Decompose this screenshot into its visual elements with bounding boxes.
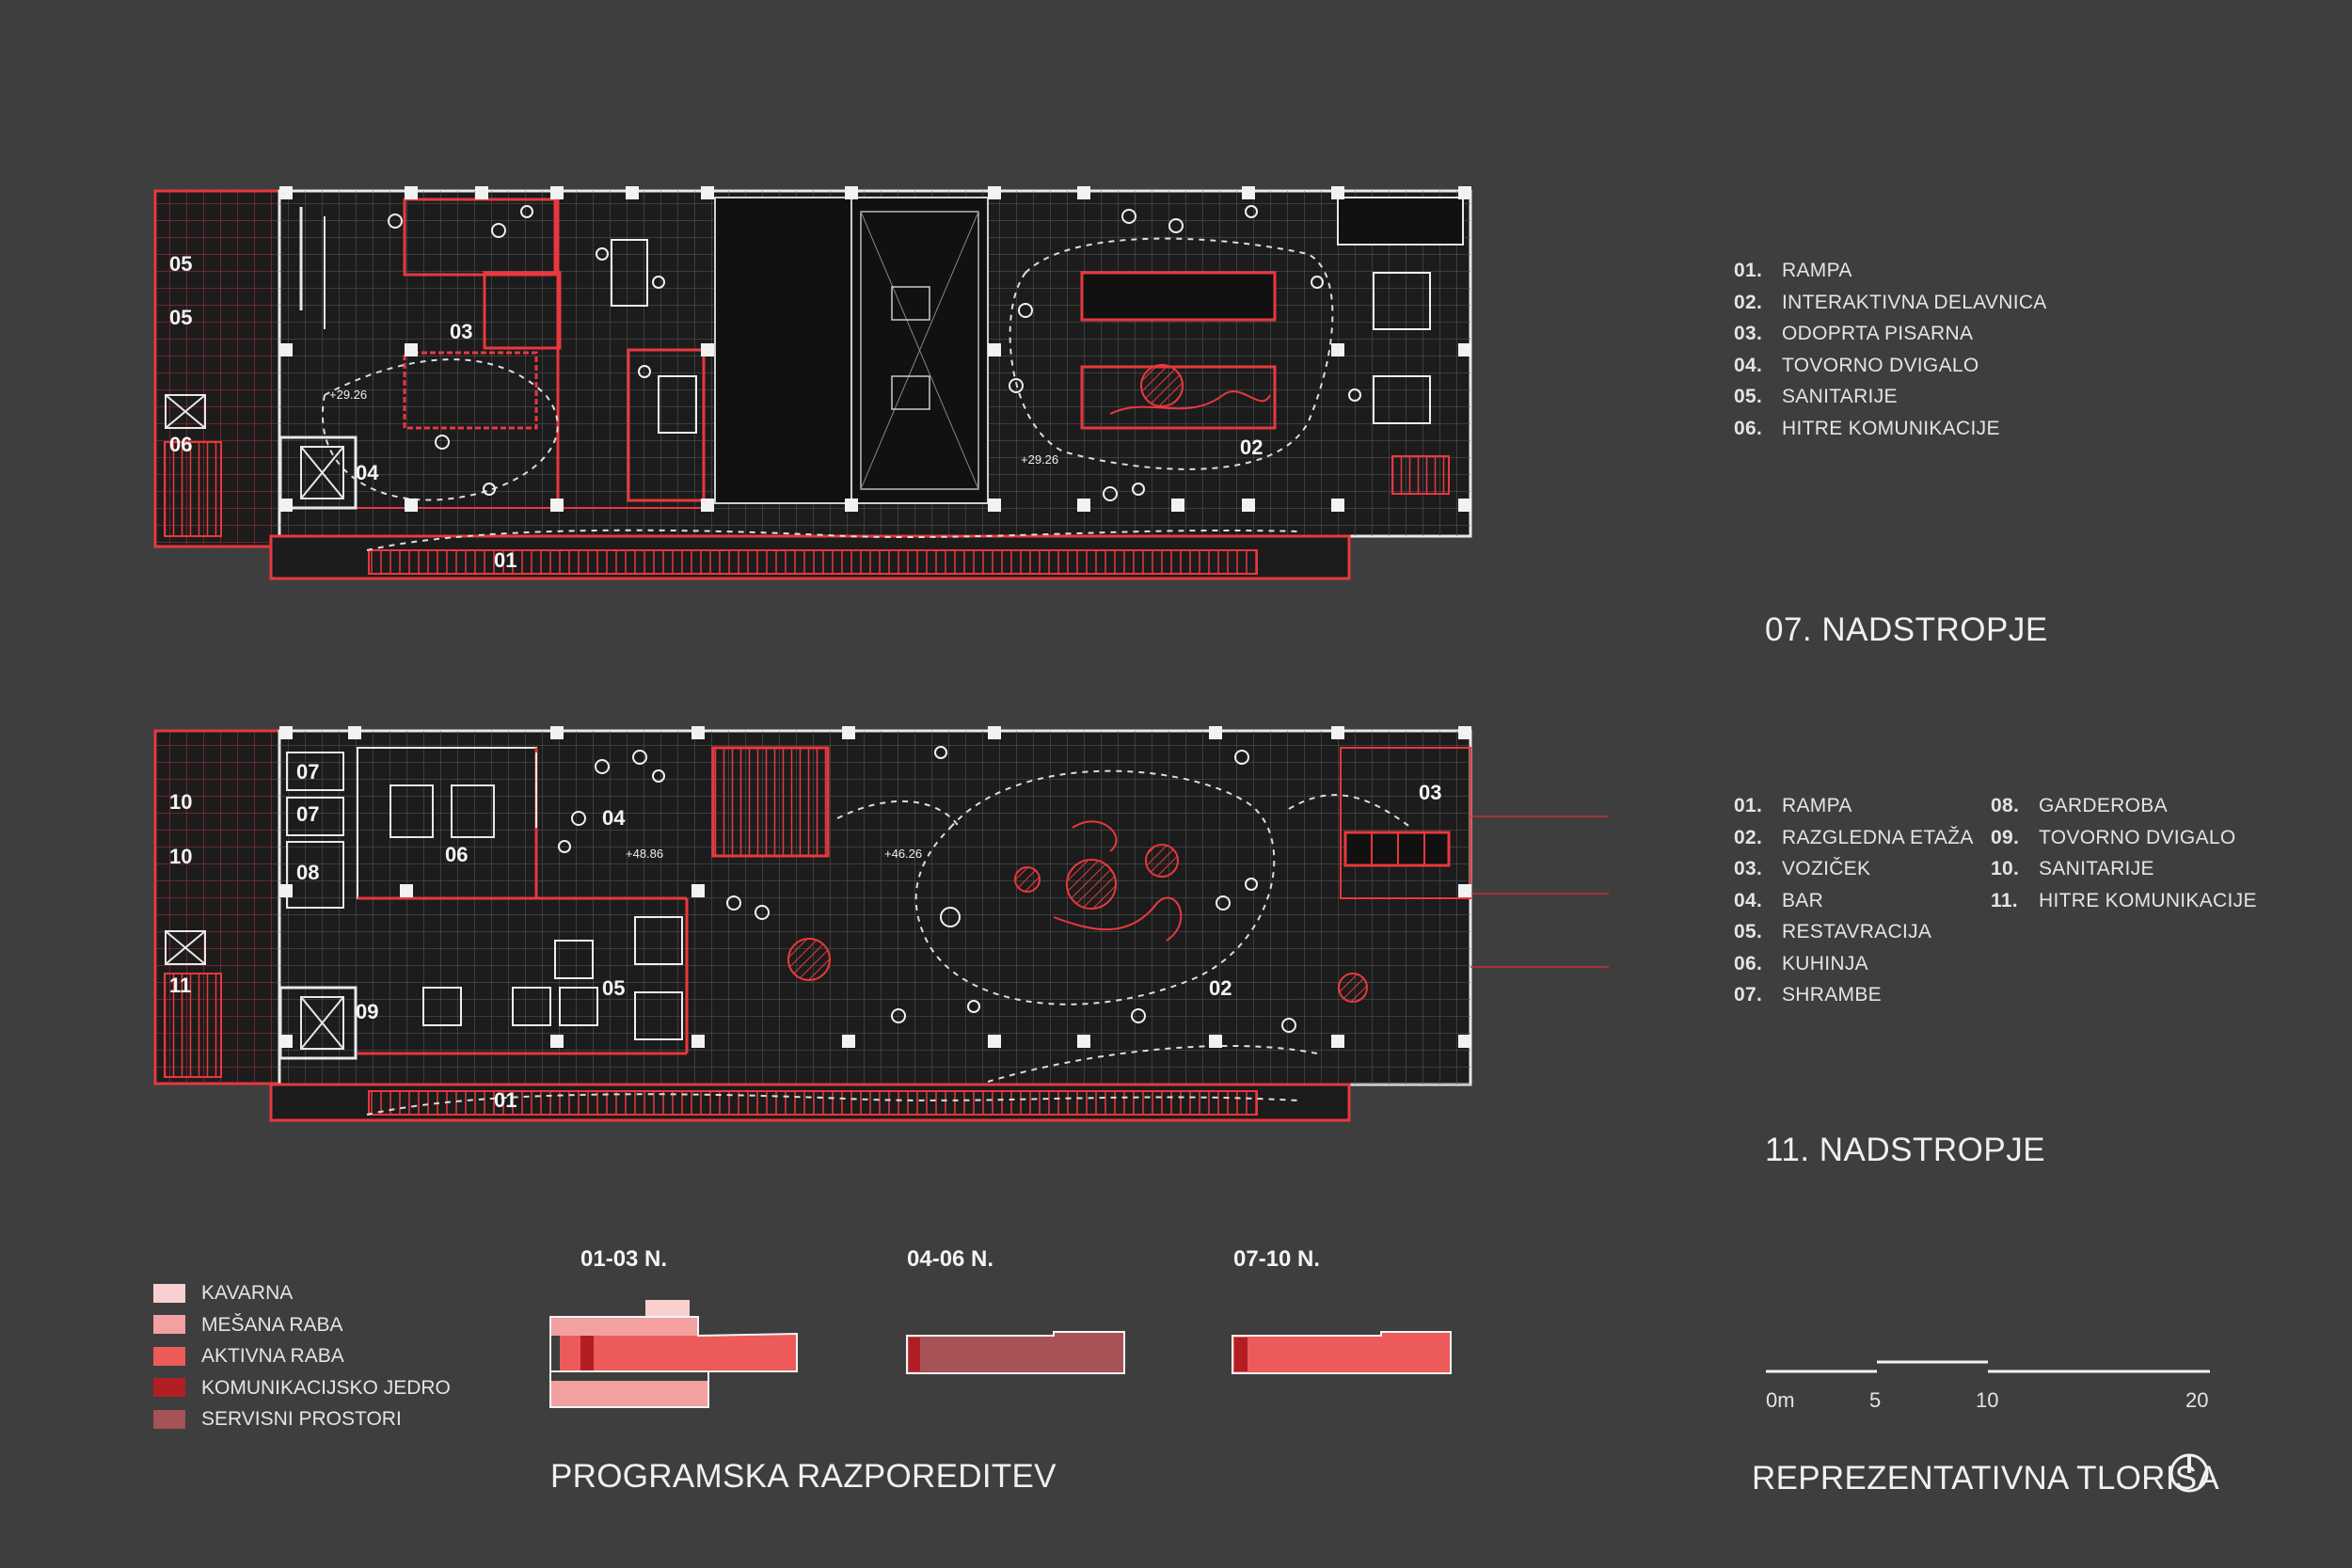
floor-11-legend-col1: 01.RAMPA 02.RAZGLEDNA ETAŽA 03.VOZIČEK 0… <box>1734 790 1974 1011</box>
program-title: PROGRAMSKA RAZPOREDITEV <box>550 1458 1057 1495</box>
floor-11-title: 11. NADSTROPJE <box>1765 1132 2046 1168</box>
program-legend-item: SERVISNI PROSTORI <box>153 1403 451 1435</box>
swatch-kavarna <box>153 1283 185 1303</box>
level-marker: +29.26 <box>1021 452 1059 467</box>
legend-item: 11.HITRE KOMUNIKACIJE <box>1991 889 2257 911</box>
program-block-04-06 <box>906 1331 1125 1374</box>
legend-item: 01.RAMPA <box>1734 260 1852 281</box>
legend-item: 08.GARDEROBA <box>1991 795 2168 816</box>
scale-bar <box>1766 1360 2210 1373</box>
scale-label: 20 <box>2185 1388 2209 1412</box>
program-block-01-03 <box>549 1300 798 1408</box>
plans-title: REPREZENTATIVNA TLORISA <box>1752 1460 2220 1497</box>
legend-item: 07.SHRAMBE <box>1734 984 1882 1006</box>
legend-item: 04.TOVORNO DVIGALO <box>1734 354 1979 376</box>
level-marker: +29.26 <box>329 388 368 402</box>
legend-item: 03.VOZIČEK <box>1734 858 1871 879</box>
legend-item: 05.SANITARIJE <box>1734 386 1898 407</box>
room-tag: 02 <box>1240 436 1263 459</box>
floor-7-title: 07. NADSTROPJE <box>1765 611 2048 648</box>
room-tag: 05 <box>602 976 626 1000</box>
room-tag: 01 <box>494 1088 517 1112</box>
room-tag: 10 <box>169 790 193 814</box>
legend-item: 03.ODOPRTA PISARNA <box>1734 323 1974 344</box>
swatch-mesana-raba <box>153 1315 185 1335</box>
room-tag: 04 <box>602 806 626 830</box>
legend-item: 10.SANITARIJE <box>1991 858 2154 879</box>
room-tag: 07 <box>296 760 320 784</box>
room-tag: 03 <box>450 320 473 343</box>
program-legend-item: MEŠANA RABA <box>153 1309 451 1341</box>
room-tag: 06 <box>445 843 469 866</box>
legend-item: 04.BAR <box>1734 889 1824 911</box>
legend-item: 06.HITRE KOMUNIKACIJE <box>1734 417 2000 439</box>
room-tag: 09 <box>356 1000 379 1023</box>
legend-item: 02.INTERAKTIVNA DELAVNICA <box>1734 291 2047 313</box>
room-tag: 08 <box>296 861 320 884</box>
floor-11-plan <box>153 726 1609 1122</box>
program-block-label: 04-06 N. <box>907 1246 994 1272</box>
scale-label: 0m <box>1766 1388 1795 1412</box>
room-tag: 02 <box>1209 976 1232 1000</box>
swatch-servisni-prostori <box>153 1409 185 1429</box>
legend-item: 01.RAMPA <box>1734 795 1852 816</box>
floor-7-legend: 01.RAMPA 02.INTERAKTIVNA DELAVNICA 03.OD… <box>1734 255 2047 444</box>
scale-label: 5 <box>1869 1388 1882 1412</box>
room-tag: 06 <box>169 433 193 456</box>
room-tag: 01 <box>494 548 517 572</box>
program-legend-item: KAVARNA <box>153 1277 451 1309</box>
floor-11-legend-col2: 08.GARDEROBA 09.TOVORNO DVIGALO 10.SANIT… <box>1991 790 2257 916</box>
program-block-07-10 <box>1232 1331 1452 1374</box>
level-marker: +48.86 <box>626 847 664 861</box>
room-tag: 11 <box>169 974 192 997</box>
program-legend: KAVARNA MEŠANA RABA AKTIVNA RABA KOMUNIK… <box>153 1277 451 1435</box>
room-tag: 04 <box>356 461 379 484</box>
legend-item: 05.RESTAVRACIJA <box>1734 921 1932 942</box>
swatch-aktivna-raba <box>153 1346 185 1366</box>
legend-item: 09.TOVORNO DVIGALO <box>1991 826 2236 848</box>
room-tag: 07 <box>296 802 320 826</box>
room-tag: 10 <box>169 845 193 868</box>
program-block-label: 07-10 N. <box>1233 1246 1321 1272</box>
program-block-label: 01-03 N. <box>580 1246 668 1272</box>
swatch-komunikacijsko-jedro <box>153 1378 185 1398</box>
program-legend-item: KOMUNIKACIJSKO JEDRO <box>153 1372 451 1404</box>
room-tag: 03 <box>1419 781 1442 804</box>
level-marker: +46.26 <box>884 847 923 861</box>
north-arrow-icon <box>2169 1453 2209 1493</box>
floor-7-plan <box>153 186 1472 580</box>
legend-item: 02.RAZGLEDNA ETAŽA <box>1734 826 1974 848</box>
program-legend-item: AKTIVNA RABA <box>153 1340 451 1372</box>
legend-item: 06.KUHINJA <box>1734 952 1868 974</box>
room-tag: 05 <box>169 252 193 276</box>
scale-label: 10 <box>1976 1388 1999 1412</box>
room-tag: 05 <box>169 306 193 329</box>
